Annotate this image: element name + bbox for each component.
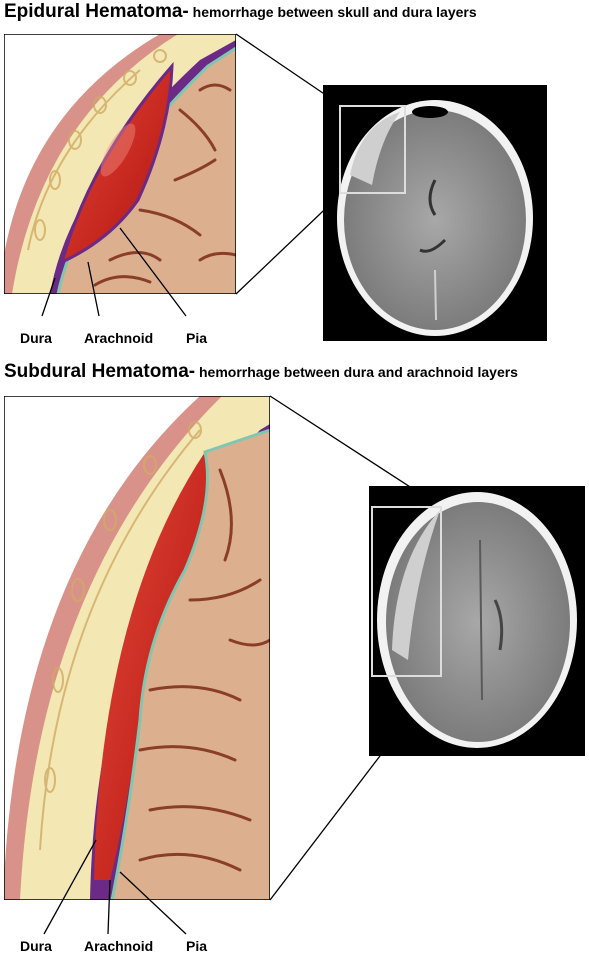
sulci [138,468,270,872]
epidural-illustration [4,34,236,294]
skull-diploe [39,421,202,851]
subdural-illustration [4,396,270,900]
epidural-title-main: Epidural Hematoma- [4,1,189,22]
ct-zoom-box [339,105,406,194]
epidural-title-sub: hemorrhage between skull and dura layers [188,4,477,20]
arachnoid-line [110,428,270,900]
epidural-hematoma [59,61,174,265]
epidural-arachnoid-label: Arachnoid [84,330,154,346]
sulci [93,83,236,287]
subdural-ct-scan [369,486,585,756]
ct-subdural-lesion [392,510,440,660]
ct-epidural-lesion [350,112,400,185]
epidural-dura-label: Dura [20,330,52,346]
subdural-pointers [43,839,187,935]
skull-diploe [27,49,167,251]
subdural-pia-label: Pia [186,938,208,954]
ct-zoom-box [371,506,442,677]
epidural-title: Epidural Hematoma- hemorrhage between sk… [4,1,477,23]
subdural-dura-label: Dura [20,938,52,954]
subdural-title-main: Subdural Hematoma- [4,361,196,382]
subdural-arachnoid-label: Arachnoid [84,938,154,954]
epidural-pointers [41,227,187,317]
subdural-title: Subdural Hematoma- hemorrhage between du… [4,361,518,383]
subdural-title-sub: hemorrhage between dura and arachnoid la… [195,364,518,380]
subdural-hematoma [94,452,208,880]
epidural-ct-scan [323,85,547,341]
brain-tissue [112,430,270,900]
epidural-pia-label: Pia [186,330,208,346]
